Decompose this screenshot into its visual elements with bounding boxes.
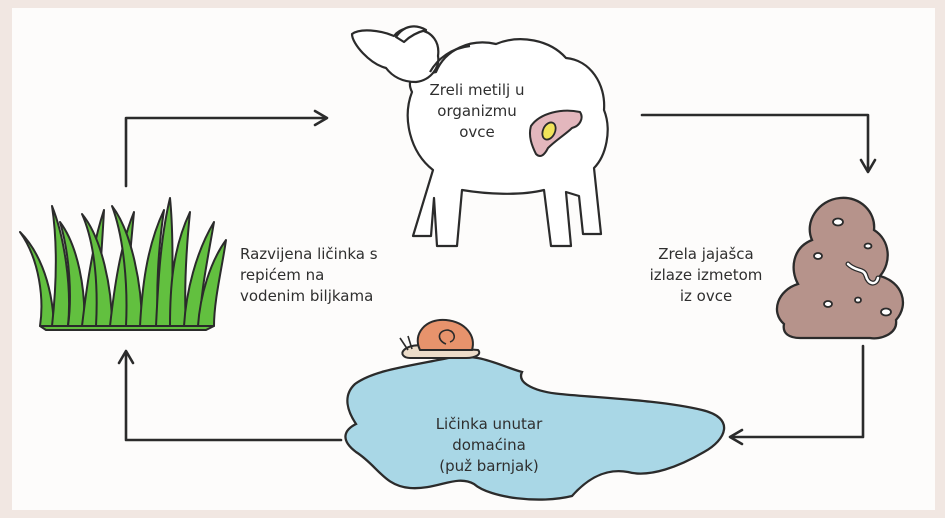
label-snail-host: Ličinka unutar domaćina (puž barnjak) — [420, 414, 558, 477]
label-eggs: Zrela jajašca izlaze izmetom iz ovce — [640, 244, 772, 307]
label-adult-fluke: Zreli metilj u organizmu ovce — [414, 80, 540, 143]
label-cercaria: Razvijena ličinka s repićem na vodenim b… — [240, 244, 420, 307]
